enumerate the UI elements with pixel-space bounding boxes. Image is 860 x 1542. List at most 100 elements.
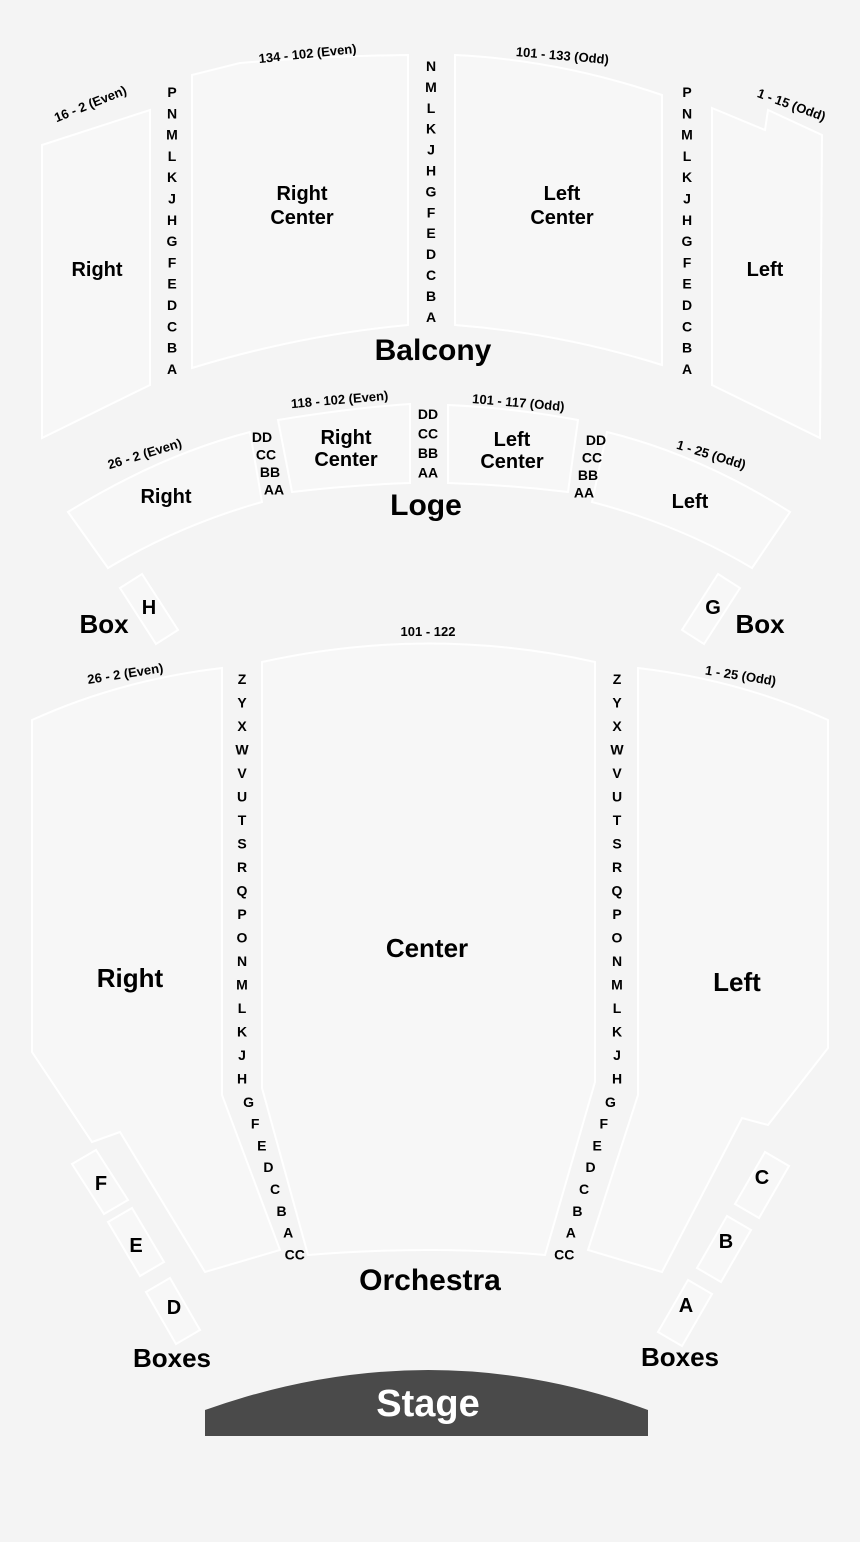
loge-row-left-bb: BB xyxy=(578,467,598,483)
balcony-left-section[interactable] xyxy=(711,106,824,440)
balcony-row-left-c: C xyxy=(682,318,692,334)
orchestra-row-right-w: W xyxy=(235,742,249,758)
orchestra-row-right-y: Y xyxy=(237,695,247,711)
orchestra-row-left-e: E xyxy=(593,1137,602,1153)
loge-row-left-cc: CC xyxy=(582,450,602,466)
orchestra-row-left-w: W xyxy=(610,742,624,758)
box-b-label: B xyxy=(719,1231,733,1253)
loge-row-right-cc: CC xyxy=(256,447,276,463)
loge-left-section[interactable] xyxy=(590,430,792,570)
balcony-row-center-a: A xyxy=(426,309,436,325)
balcony-row-right-k: K xyxy=(167,169,177,185)
loge-row-center-aa: AA xyxy=(418,465,438,481)
upper-boxes: H G Box Box xyxy=(79,572,785,646)
loge-right-center-label-1: Right xyxy=(320,427,371,449)
orchestra-left-section[interactable] xyxy=(586,666,829,1274)
balcony-left-label: Left xyxy=(747,259,784,281)
loge-right-label: Right xyxy=(140,486,191,508)
loge-row-center-bb: BB xyxy=(418,445,438,461)
loge-row-center-dd: DD xyxy=(418,406,438,422)
loge-row-left-aa: AA xyxy=(574,485,594,501)
loge-left-center-section[interactable] xyxy=(447,403,580,494)
box-c-label: C xyxy=(755,1167,769,1189)
orchestra-row-left-o: O xyxy=(612,930,623,946)
orchestra-row-left-m: M xyxy=(611,977,623,993)
balcony-left-center-section[interactable] xyxy=(454,53,663,367)
balcony-left-center-label-1: Left xyxy=(544,183,581,205)
box-d[interactable] xyxy=(144,1276,202,1346)
orchestra-title: Orchestra xyxy=(359,1264,501,1297)
orchestra-row-left-l: L xyxy=(613,1000,622,1016)
orchestra-row-left-r: R xyxy=(612,859,622,875)
loge-left-label: Left xyxy=(672,491,709,513)
balcony-right-center-section[interactable] xyxy=(191,53,409,370)
box-a-label: A xyxy=(679,1295,693,1317)
orchestra-row-left-x: X xyxy=(612,718,622,734)
balcony-right-center-label-1: Right xyxy=(276,183,327,205)
box-f[interactable] xyxy=(70,1148,130,1216)
orchestra-center-section[interactable] xyxy=(261,642,596,1257)
orchestra-row-left-f: F xyxy=(600,1116,609,1132)
loge-row-right-aa: AA xyxy=(264,482,284,498)
box-a[interactable] xyxy=(656,1278,714,1348)
box-h[interactable] xyxy=(118,572,180,646)
balcony-row-right-d: D xyxy=(167,297,177,313)
orchestra-row-right-z: Z xyxy=(238,671,247,687)
loge-row-right-bb: BB xyxy=(260,464,280,480)
loge-right-section[interactable] xyxy=(66,430,264,570)
orchestra-row-right-l: L xyxy=(238,1000,247,1016)
orchestra-row-left-q: Q xyxy=(612,883,623,899)
balcony-row-center-d: D xyxy=(426,246,436,262)
box-c[interactable] xyxy=(733,1150,791,1220)
lower-boxes: F E D C B A Boxes Boxes xyxy=(70,1148,791,1373)
orchestra-row-right-u: U xyxy=(237,789,247,805)
balcony-right-center-label-2: Center xyxy=(270,207,334,229)
box-g-label: G xyxy=(705,597,721,619)
balcony-row-left-e: E xyxy=(682,276,691,292)
orchestra-row-left-t: T xyxy=(613,812,622,828)
balcony-row-left-j: J xyxy=(683,191,691,207)
balcony-row-right-m: M xyxy=(166,127,178,143)
box-g[interactable] xyxy=(680,572,742,646)
orchestra-row-right-o: O xyxy=(237,930,248,946)
box-e[interactable] xyxy=(106,1206,166,1278)
balcony-row-left-p: P xyxy=(682,84,691,100)
orchestra-row-left-s: S xyxy=(612,836,621,852)
orchestra-row-left-u: U xyxy=(612,789,622,805)
orchestra-right-section[interactable] xyxy=(31,666,282,1274)
balcony-row-left-k: K xyxy=(682,169,692,185)
balcony-row-center-g: G xyxy=(426,183,437,199)
orchestra-row-right-m: M xyxy=(236,977,248,993)
balcony-row-center-e: E xyxy=(426,225,435,241)
box-b[interactable] xyxy=(695,1214,753,1284)
orchestra-left-label: Left xyxy=(713,967,761,997)
stage: Stage xyxy=(205,1370,648,1436)
orchestra-row-left-d: D xyxy=(586,1159,596,1175)
boxes-right-title: Boxes xyxy=(641,1342,719,1372)
balcony-row-center-h: H xyxy=(426,163,436,179)
balcony-right-section[interactable] xyxy=(41,108,151,440)
balcony-row-right-e: E xyxy=(167,276,176,292)
orchestra-center-label: Center xyxy=(386,933,468,963)
orchestra-row-right-p: P xyxy=(237,906,246,922)
loge-left-center-label-2: Center xyxy=(480,451,544,473)
box-e-label: E xyxy=(129,1235,142,1257)
orchestra-row-right-cc: CC xyxy=(285,1246,305,1262)
balcony-row-center-c: C xyxy=(426,267,436,283)
orchestra-row-left-k: K xyxy=(612,1024,622,1040)
balcony-right-label: Right xyxy=(71,259,122,281)
balcony-row-left-n: N xyxy=(682,105,692,121)
balcony-row-right-c: C xyxy=(167,318,177,334)
orchestra-row-right-g: G xyxy=(243,1094,254,1110)
balcony-row-right-j: J xyxy=(168,191,176,207)
orchestra-center-seat-range: 101 - 122 xyxy=(401,624,456,639)
stage-label: Stage xyxy=(376,1383,479,1425)
orchestra-row-right-k: K xyxy=(237,1024,247,1040)
loge-right-center-section[interactable] xyxy=(276,402,411,494)
